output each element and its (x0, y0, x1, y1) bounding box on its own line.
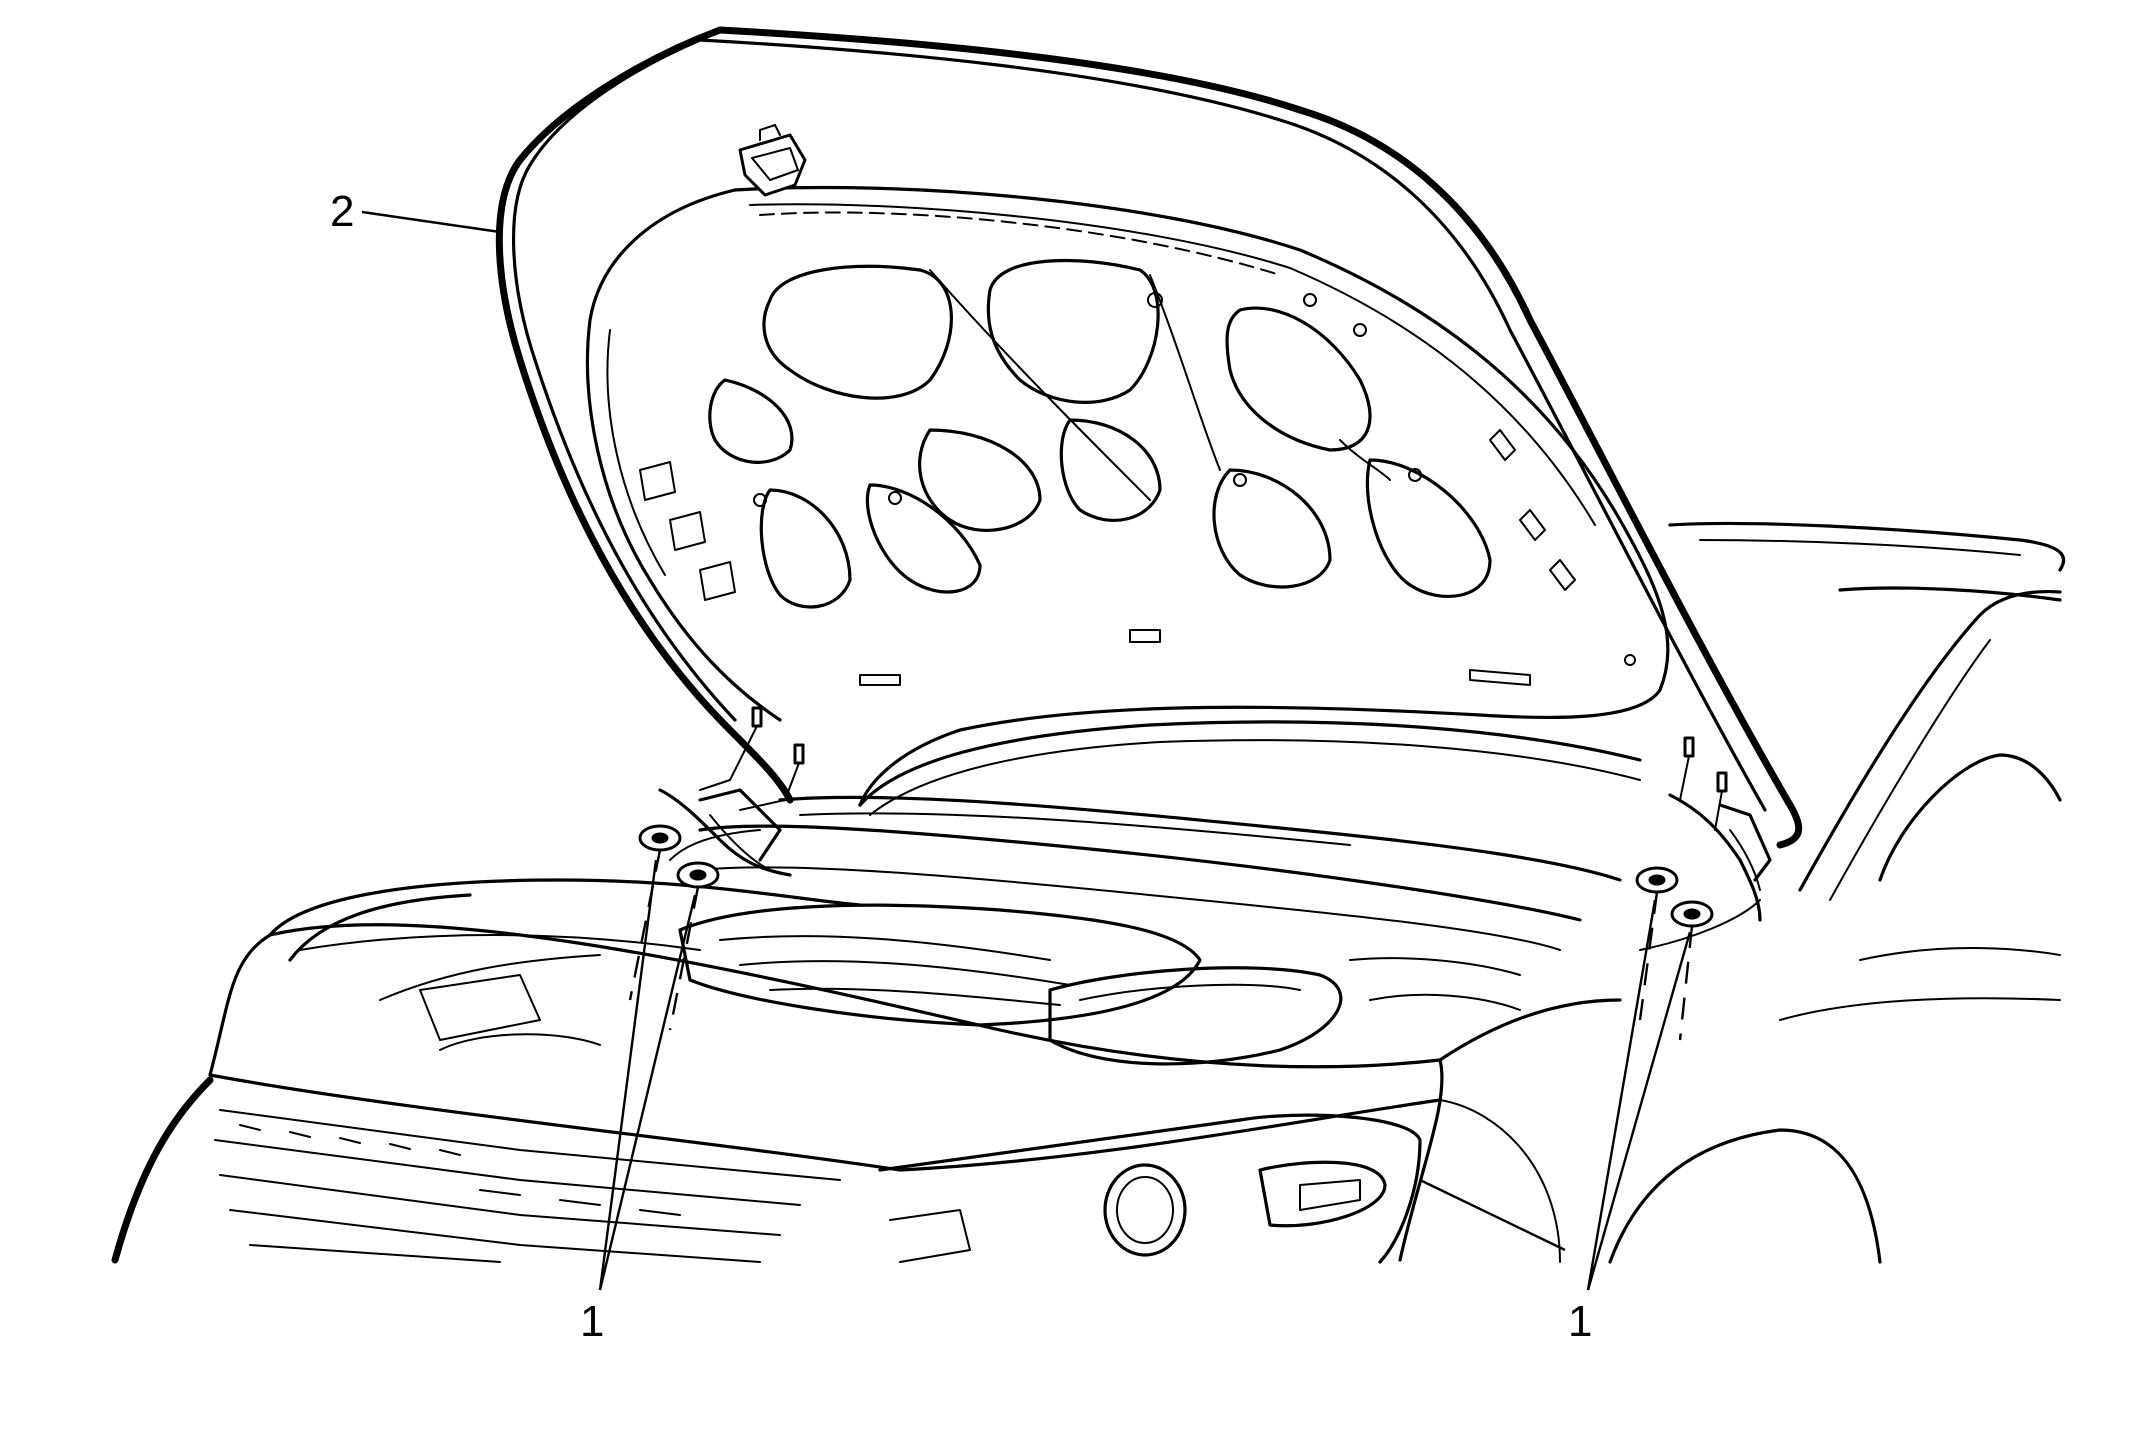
leader-hood (361, 210, 501, 234)
leader-right-1 (1586, 899, 1657, 1291)
hood-hinges (658, 788, 1772, 951)
front-fascia (111, 878, 1882, 1264)
callout-leaders (361, 210, 1692, 1291)
callout-label-hinge-bolts-right: 1 (1568, 1297, 1593, 1346)
hood-panel (495, 26, 1803, 849)
callout-label-hinge-bolts-left: 1 (580, 1297, 605, 1346)
leader-left-2 (598, 894, 697, 1291)
callout-label-hood: 2 (330, 187, 355, 236)
engine-bay (288, 795, 1622, 1066)
fascia-leader (1419, 1178, 1566, 1252)
bolt-left-1 (751, 706, 763, 728)
bolt-right-2 (1716, 771, 1728, 793)
bolt-left-2 (793, 743, 805, 765)
leader-right-2 (1586, 931, 1692, 1291)
hinge-bolts (628, 706, 1728, 1041)
bolt-right-1 (1683, 736, 1695, 758)
leader-left-1 (598, 859, 658, 1291)
windshield-pillar (1668, 521, 2066, 1021)
